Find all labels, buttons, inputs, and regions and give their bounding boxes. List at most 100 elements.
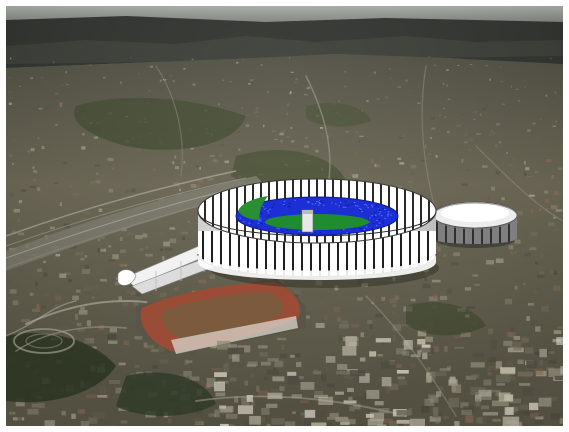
seat-speck [319,232,322,234]
foreground-building [421,347,435,354]
foreground-building [272,376,285,382]
seat-speck [239,217,241,219]
foreground-building [369,351,377,357]
seat-speck [351,203,353,205]
seat-speck [371,206,374,208]
foreground-building [267,358,279,362]
seat-speck [382,220,385,222]
seat-speck [340,199,343,201]
seat-speck [358,207,361,209]
seat-speck [319,202,321,204]
foreground-building [500,367,516,374]
foreground-building [510,422,523,426]
foreground-building [522,387,534,397]
foreground-building [513,341,522,351]
seat-speck [364,204,366,205]
seat-speck [382,208,384,210]
foreground-building [470,387,486,395]
foreground-building [478,389,492,397]
foreground-building [335,391,344,395]
foreground-building [206,377,216,388]
foreground-building [403,340,413,350]
seat-speck [314,232,316,234]
seat-speck [307,201,310,203]
foreground-building [335,416,349,422]
seat-speck [368,221,370,223]
seat-speck [276,227,278,229]
foreground-building [498,392,511,402]
seat-speck [356,205,359,207]
foreground-building [432,407,439,416]
foreground-building [370,412,385,422]
seat-speck [298,230,301,232]
seat-speck [307,201,310,203]
seat-speck [360,208,362,210]
seat-speck [344,205,347,207]
foreground-building [529,402,539,411]
seat-speck [361,211,363,213]
seat-speck [367,207,369,209]
foreground-building [470,362,485,368]
seat-speck [380,215,383,217]
seat-speck [365,204,368,206]
seat-speck [373,212,376,214]
seat-speck [360,228,362,230]
foreground-building [271,418,285,425]
foreground-building [448,379,458,386]
foreground-building [303,417,314,426]
seat-speck [282,231,284,233]
seat-speck [371,204,373,206]
aerial-map-canvas [6,6,563,426]
foreground-building [426,372,432,383]
foreground-building [417,339,426,345]
foreground-building [219,405,226,409]
foreground-building [448,397,460,408]
seat-speck [363,229,366,230]
foreground-building [502,416,520,426]
arena-building [432,201,518,248]
seat-speck [248,222,251,224]
seat-speck [371,228,373,230]
foreground-building [471,374,480,378]
seat-speck [359,209,361,211]
seat-speck [260,223,263,225]
seat-speck [318,200,321,202]
seat-speck [322,204,325,206]
seat-speck [271,206,274,208]
seat-speck [265,208,268,210]
seat-speck [375,204,378,206]
seat-speck [311,203,314,205]
foreground-building [539,348,547,358]
seat-speck [354,205,357,207]
foreground-building [311,422,327,426]
seat-speck [359,227,361,229]
foreground-building [482,412,498,416]
seat-speck [267,215,270,217]
seat-speck [342,206,345,208]
main-stadium [117,178,439,295]
foreground-building [452,384,462,393]
seat-speck [313,202,315,204]
seat-speck [369,217,371,219]
seat-speck [387,211,390,213]
seat-speck [378,219,380,221]
foreground-building [560,366,563,375]
seat-speck [318,204,320,206]
seat-speck [278,228,280,230]
seat-speck [283,204,286,206]
foreground-building [267,392,283,400]
foreground-building [227,347,245,354]
foreground-building [342,346,357,356]
seat-speck [294,199,297,201]
seat-speck [283,204,285,205]
seat-speck [342,229,345,231]
seat-speck [273,203,275,205]
seat-speck [255,225,258,227]
seat-speck [339,201,342,203]
seat-speck [338,205,341,207]
seat-speck [306,198,308,200]
foreground-building [526,360,537,369]
seat-speck [365,229,368,231]
seat-speck [260,213,263,214]
